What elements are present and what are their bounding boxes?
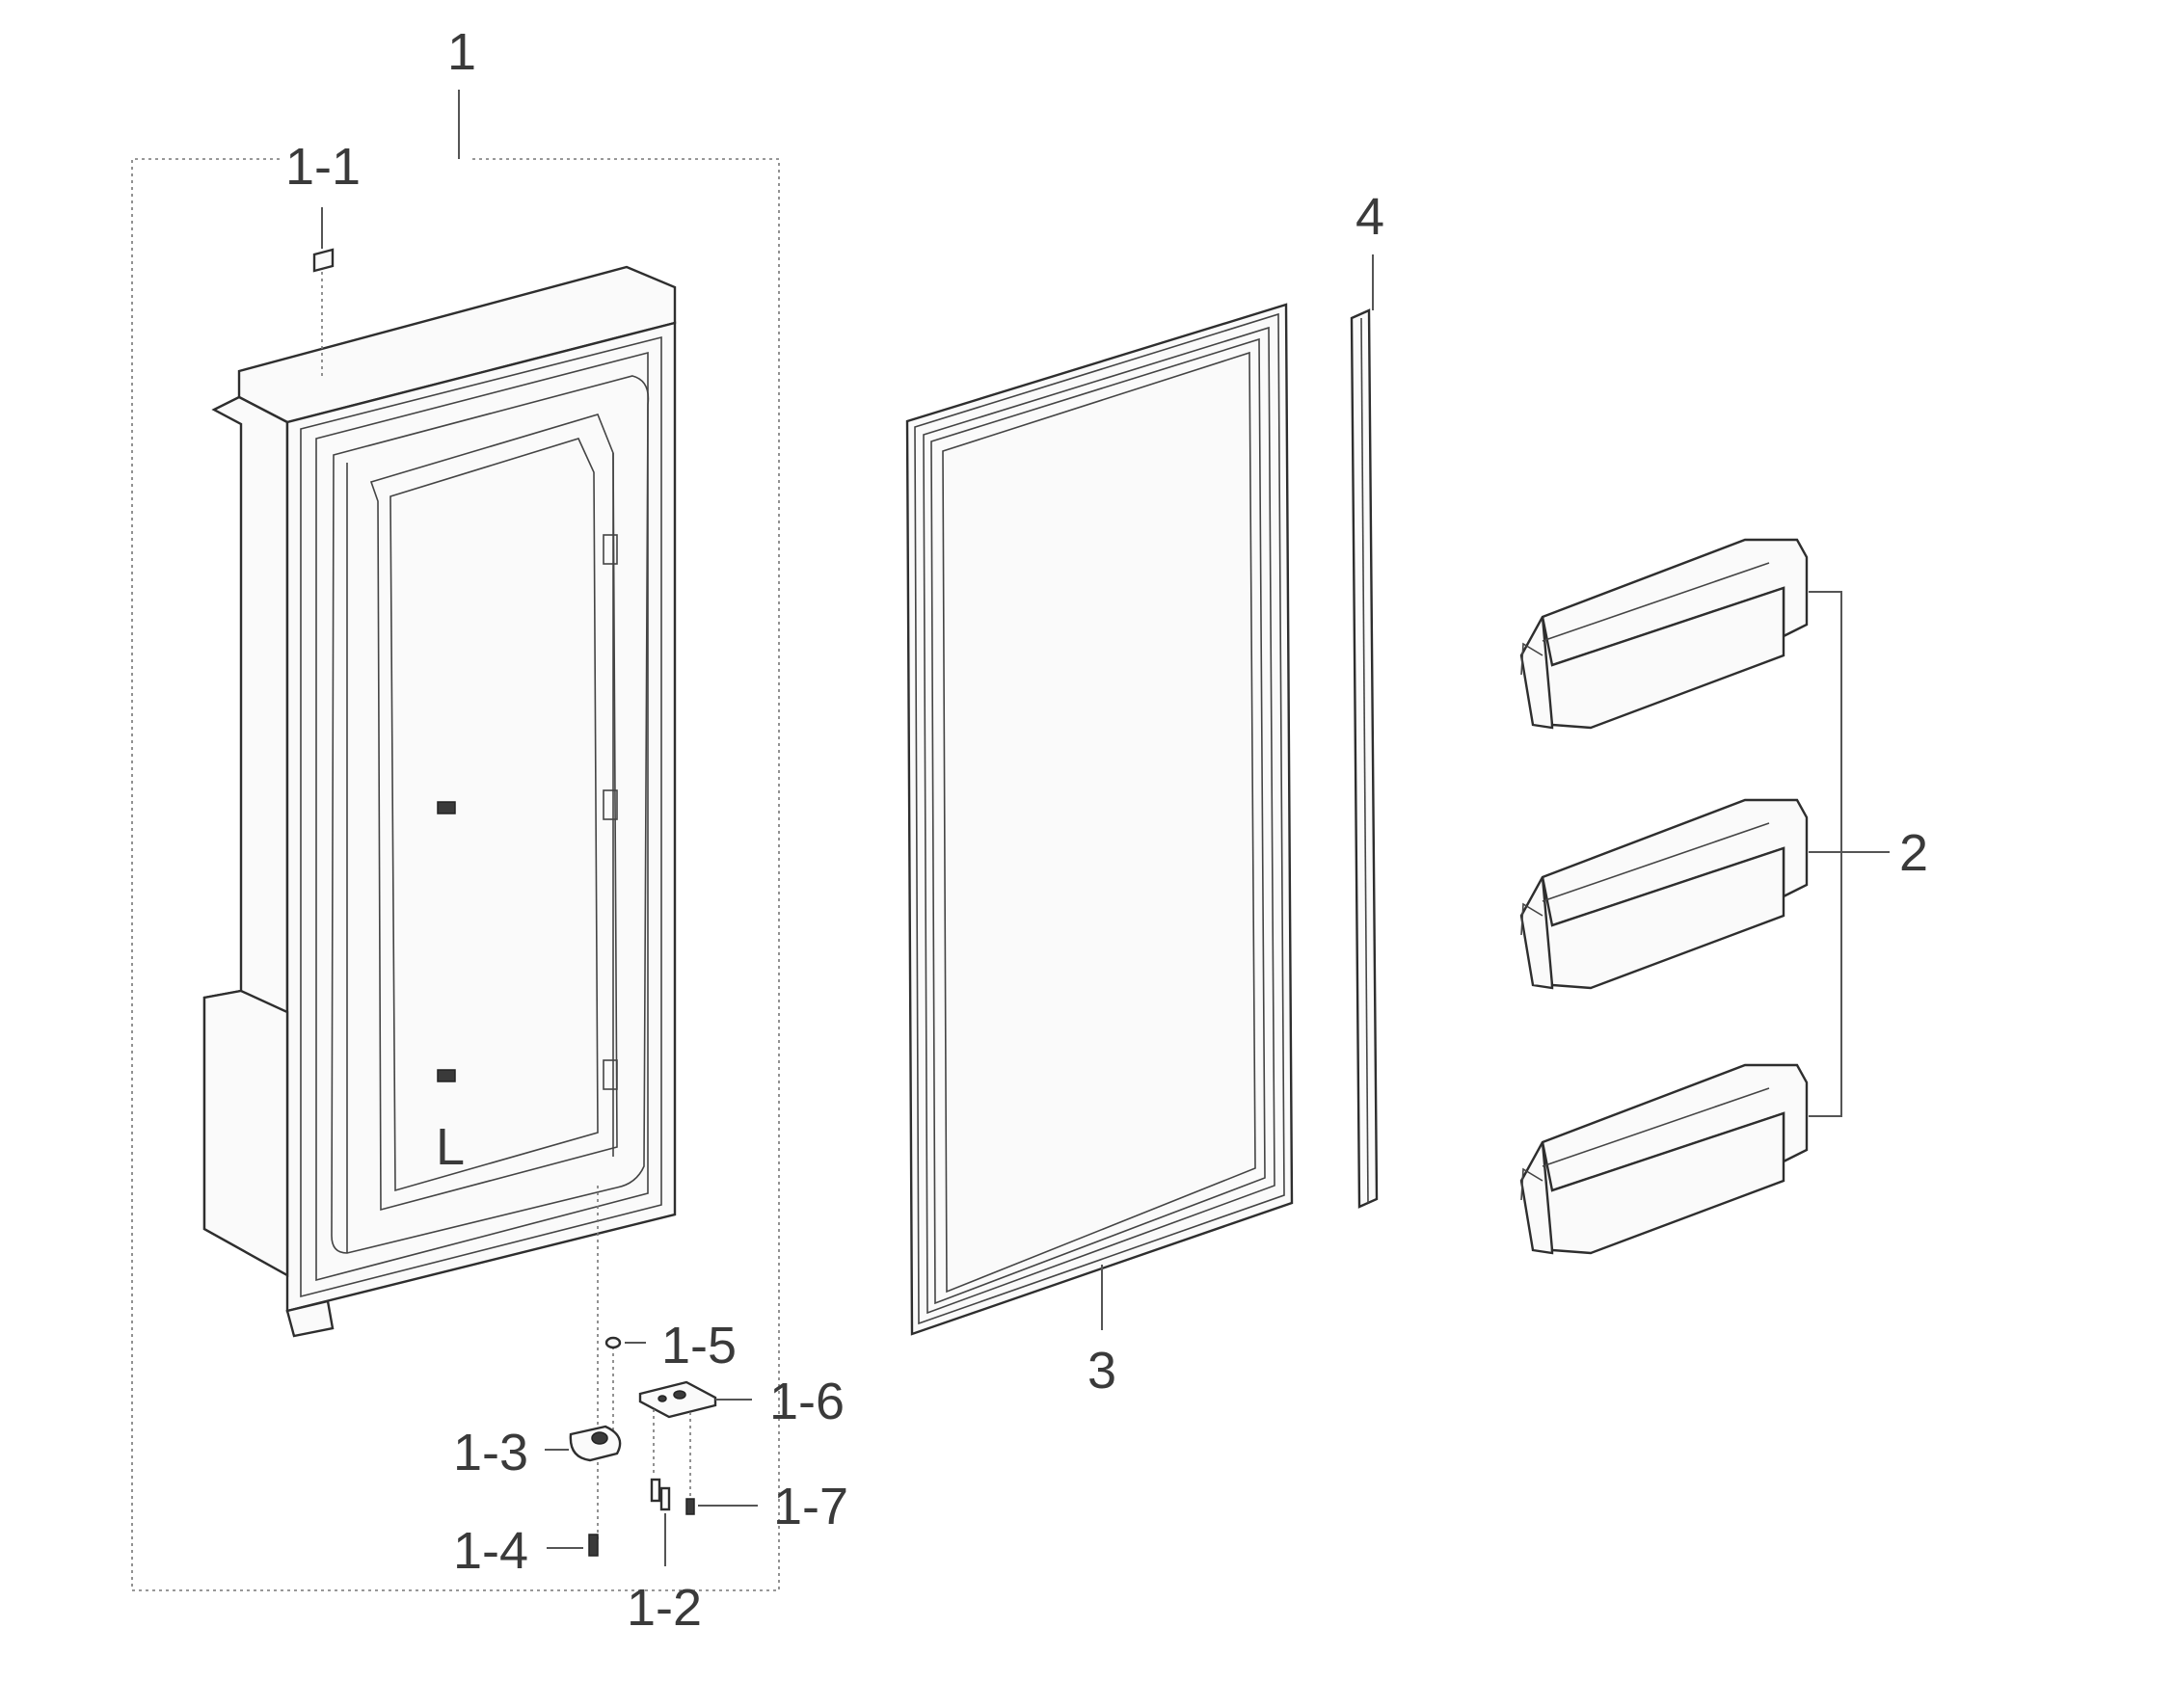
bracket-screw-part xyxy=(685,1498,758,1515)
label-2: 2 xyxy=(1899,824,1928,882)
hinge-screw-part xyxy=(547,1534,599,1557)
door-side-mark: L xyxy=(436,1118,465,1176)
label-3: 3 xyxy=(1087,1342,1116,1400)
door-bins-bracket-line xyxy=(1809,591,1890,1117)
label-4: 4 xyxy=(1355,188,1384,246)
label-1-6: 1-6 xyxy=(769,1373,845,1430)
label-1-2: 1-2 xyxy=(627,1579,702,1637)
assembly-1-boundary xyxy=(131,90,780,1591)
door-strip-part xyxy=(1350,254,1379,1209)
label-1-4: 1-4 xyxy=(453,1522,528,1580)
door-cap-part xyxy=(312,207,335,376)
label-1-1: 1-1 xyxy=(285,138,361,196)
label-1-5: 1-5 xyxy=(661,1317,737,1374)
door-bin-1 xyxy=(1519,538,1809,730)
hinge-bushing-part xyxy=(545,1425,622,1462)
label-1-3: 1-3 xyxy=(453,1424,528,1481)
door-bin-3 xyxy=(1519,1063,1809,1255)
washer-part xyxy=(604,1336,646,1349)
hinge-bracket-part xyxy=(638,1380,752,1499)
door-gasket-part xyxy=(905,303,1294,1336)
hinge-pin-part xyxy=(650,1478,671,1566)
label-1: 1 xyxy=(447,23,476,81)
door-bin-2 xyxy=(1519,798,1809,990)
label-1-7: 1-7 xyxy=(773,1478,848,1535)
door-assembly: L xyxy=(202,265,677,1338)
